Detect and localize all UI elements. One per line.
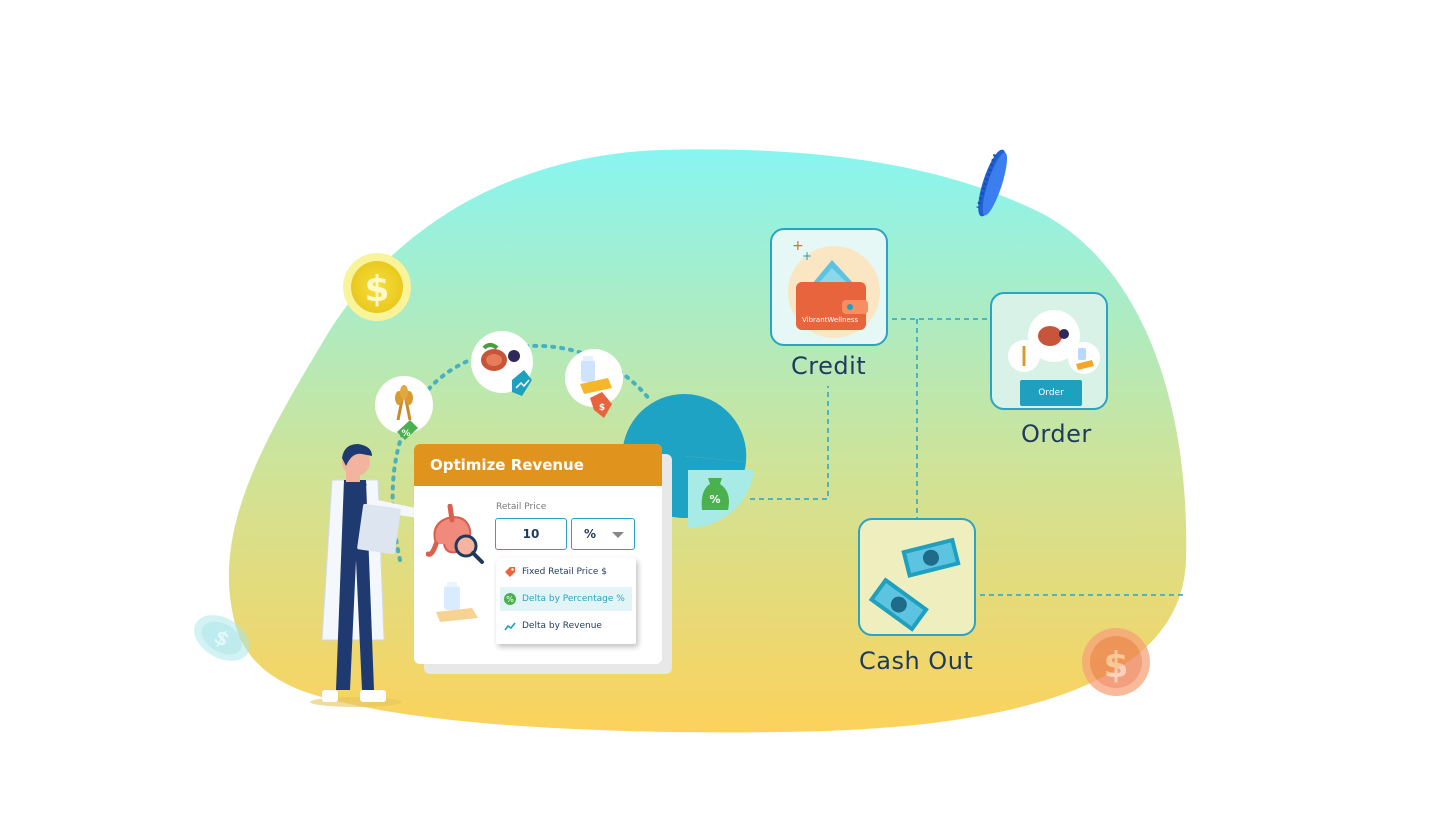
money-bag-icon: % [701,478,729,510]
wallet-icon: + + [788,238,880,338]
wheat-icon: % [375,376,433,440]
dairy-icon: $ [565,349,623,418]
percent-icon: % [504,593,516,605]
doctor-character [310,444,441,707]
food-bundle-icon [1008,310,1100,374]
svg-text:$: $ [1103,645,1128,686]
faded-coin-icon: $ [194,615,250,661]
retail-price-label: Retail Price [496,502,547,512]
option-label: Delta by Percentage % [522,594,625,604]
unit-select[interactable]: % [571,518,635,550]
svg-text:$: $ [599,403,605,413]
wallet-brand-label: VibrantWellness [802,316,859,324]
credit-label: Credit [791,352,867,380]
svg-text:%: % [506,595,514,604]
stomach-icon [426,504,484,564]
order-button[interactable]: Order [1020,380,1082,406]
svg-text:+: + [802,249,812,263]
trend-up-icon [504,622,516,631]
panel-title: Optimize Revenue [414,444,662,486]
unit-select-value: % [584,527,597,541]
cash-out-label: Cash Out [859,647,974,675]
cash-bills-icon [868,537,961,632]
chevron-down-icon [612,532,624,538]
dollar-coin-icon: $ [343,253,411,321]
order-node[interactable]: Order [990,292,1108,410]
optimize-revenue-panel: Optimize Revenue Retail Price 10 % Fixed… [414,444,662,664]
connector-lines [750,318,1186,596]
meat-icon [471,331,533,396]
svg-text:%: % [401,429,410,439]
option-label: Delta by Revenue [522,621,602,631]
option-delta-percentage[interactable]: % Delta by Percentage % [500,587,632,611]
credit-node[interactable]: + + VibrantWellness [770,228,888,346]
cash-out-node[interactable] [858,518,976,636]
svg-text:+: + [792,238,804,254]
svg-text:$: $ [364,269,389,310]
retail-price-input[interactable]: 10 [495,518,567,550]
option-label: Fixed Retail Price $ [522,567,608,577]
svg-text:%: % [709,493,720,506]
price-tag-icon [505,567,515,577]
faded-orange-coin-icon: $ [1082,628,1150,696]
pricing-mode-dropdown: Fixed Retail Price $ % Delta by Percenta… [496,558,636,644]
blue-coin-icon [976,149,1008,217]
dairy-products-icon [436,582,478,622]
option-fixed-retail-price[interactable]: Fixed Retail Price $ [500,560,632,584]
order-label: Order [1021,420,1092,448]
option-delta-revenue[interactable]: Delta by Revenue [500,614,632,638]
